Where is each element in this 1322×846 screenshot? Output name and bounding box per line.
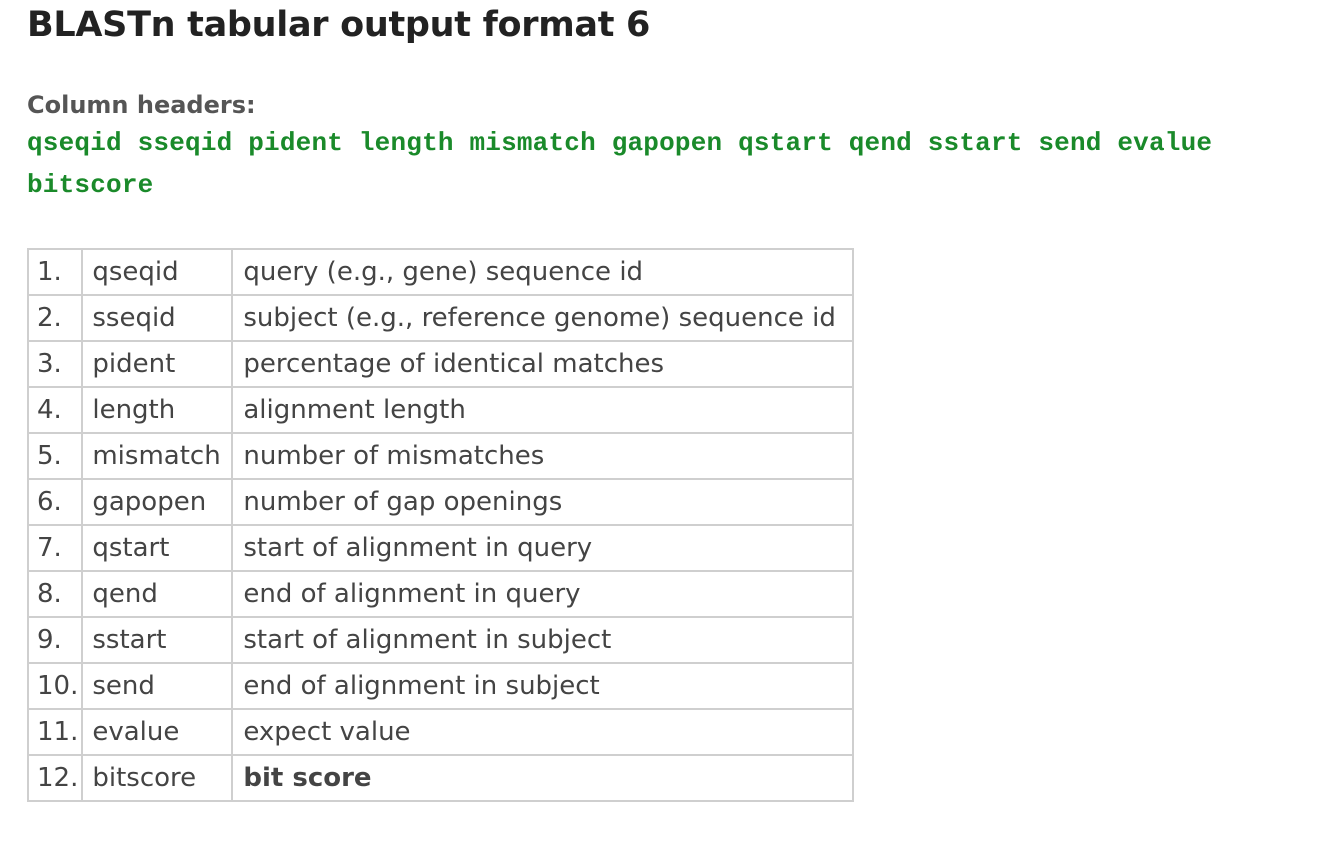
row-number: 8. — [26, 570, 84, 618]
column-name: sstart — [81, 616, 234, 664]
row-number: 6. — [26, 478, 84, 526]
column-description: alignment length — [231, 386, 855, 434]
column-description: percentage of identical matches — [231, 340, 855, 388]
column-name: qseqid — [81, 248, 234, 296]
columns-table: 1. qseqid query (e.g., gene) sequence id… — [26, 248, 855, 802]
column-description: start of alignment in subject — [231, 616, 855, 664]
table-row: 10. send end of alignment in subject — [26, 662, 855, 710]
page-content: BLASTn tabular output format 6 Column he… — [26, 0, 1307, 802]
row-number: 5. — [26, 432, 84, 480]
column-name: qend — [81, 570, 234, 618]
column-description: query (e.g., gene) sequence id — [231, 248, 855, 296]
row-number: 1. — [26, 248, 84, 296]
column-name: send — [81, 662, 234, 710]
column-name: qstart — [81, 524, 234, 572]
column-name: bitscore — [81, 754, 234, 802]
column-description: end of alignment in query — [231, 570, 855, 618]
column-name: gapopen — [81, 478, 234, 526]
column-headers-code: qseqid sseqid pident length mismatch gap… — [27, 128, 1213, 200]
table-row: 5. mismatch number of mismatches — [26, 432, 855, 480]
column-description: number of mismatches — [231, 432, 855, 480]
table-row: 4. length alignment length — [26, 386, 855, 434]
column-description: end of alignment in subject — [231, 662, 855, 710]
table-row: 9. sstart start of alignment in subject — [26, 616, 855, 664]
page-title: BLASTn tabular output format 6 — [27, 5, 651, 45]
table-row: 11. evalue expect value — [26, 708, 855, 756]
row-number: 11. — [26, 708, 84, 756]
row-number: 10. — [26, 662, 84, 710]
column-description: number of gap openings — [231, 478, 855, 526]
column-description: expect value — [231, 708, 855, 756]
row-number: 7. — [26, 524, 84, 572]
table-row: 1. qseqid query (e.g., gene) sequence id — [26, 248, 855, 296]
table-row: 8. qend end of alignment in query — [26, 570, 855, 618]
table-row: 12. bitscore bit score — [26, 754, 855, 802]
column-name: length — [81, 386, 234, 434]
row-number: 4. — [26, 386, 84, 434]
column-name: sseqid — [81, 294, 234, 342]
column-description: subject (e.g., reference genome) sequenc… — [231, 294, 855, 342]
row-number: 3. — [26, 340, 84, 388]
table-row: 6. gapopen number of gap openings — [26, 478, 855, 526]
column-description: bit score — [231, 754, 855, 802]
column-description: start of alignment in query — [231, 524, 855, 572]
table-row: 3. pident percentage of identical matche… — [26, 340, 855, 388]
table-row: 7. qstart start of alignment in query — [26, 524, 855, 572]
column-name: mismatch — [81, 432, 234, 480]
column-name: evalue — [81, 708, 234, 756]
table-row: 2. sseqid subject (e.g., reference genom… — [26, 294, 855, 342]
row-number: 12. — [26, 754, 84, 802]
column-headers-label: Column headers: — [27, 91, 256, 119]
row-number: 2. — [26, 294, 84, 342]
column-name: pident — [81, 340, 234, 388]
row-number: 9. — [26, 616, 84, 664]
